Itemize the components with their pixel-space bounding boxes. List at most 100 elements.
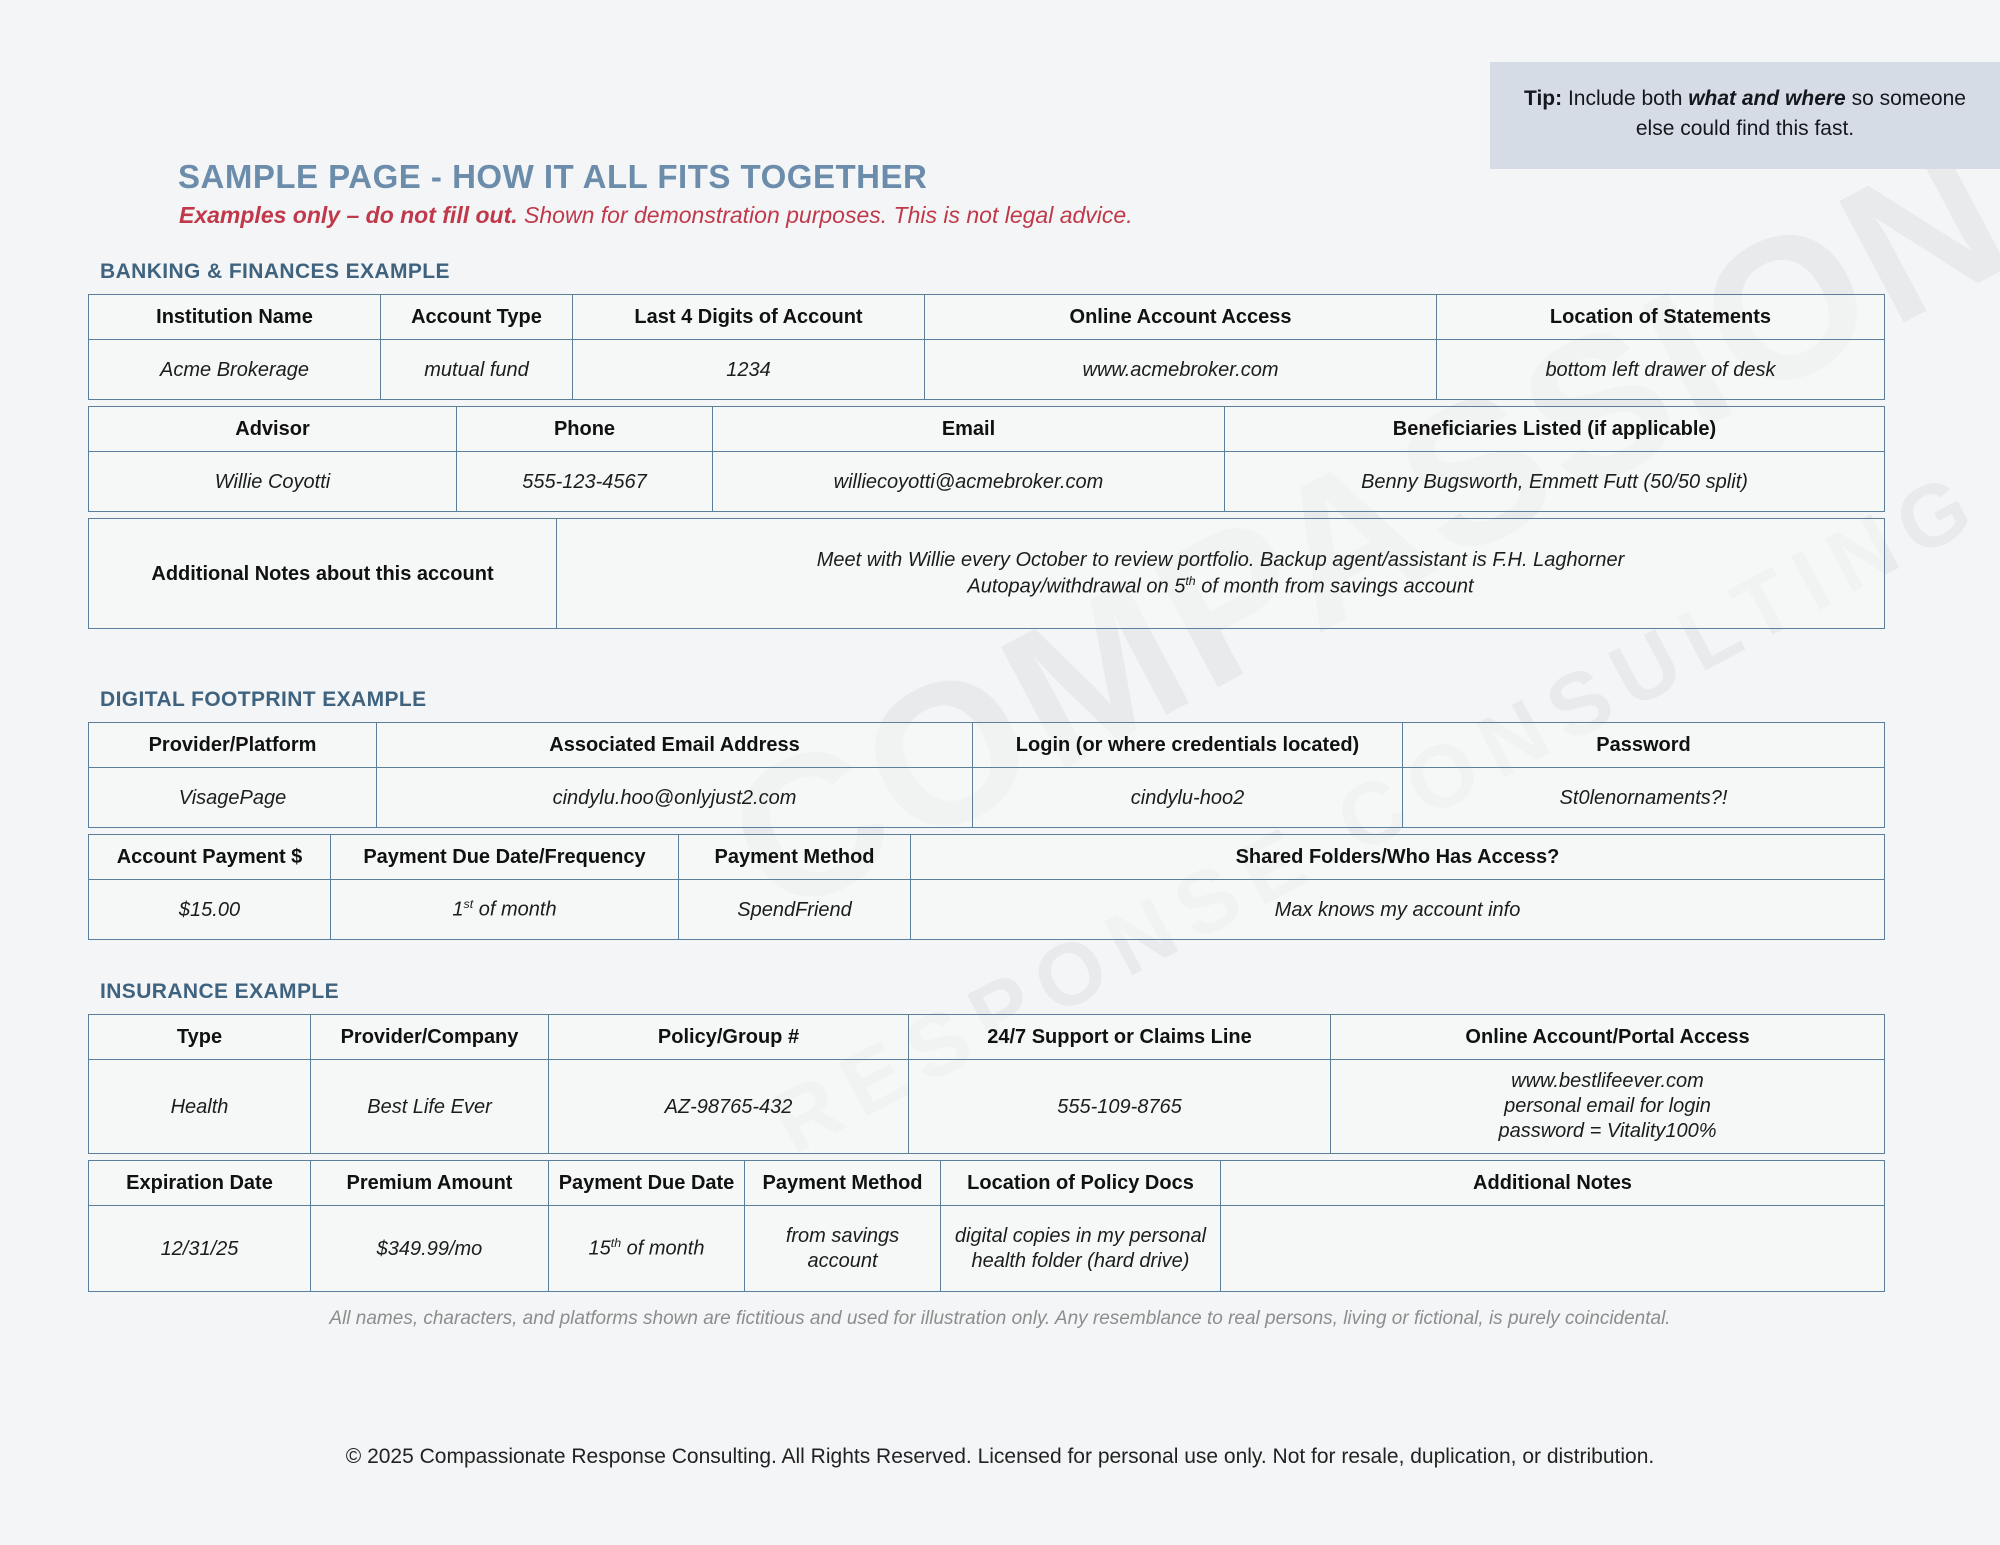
banking-header-email: Email	[712, 406, 1225, 452]
banking-notes-label: Additional Notes about this account	[88, 518, 557, 629]
insurance-table: Type Provider/Company Policy/Group # 24/…	[88, 1014, 1885, 1154]
banking-header-institution: Institution Name	[88, 294, 381, 340]
banking-value-online-access: www.acmebroker.com	[924, 339, 1437, 400]
insurance-header-support-line: 24/7 Support or Claims Line	[908, 1014, 1331, 1060]
digital-table: Provider/Platform Associated Email Addre…	[88, 722, 1885, 828]
insurance-policy-table: Expiration Date Premium Amount Payment D…	[88, 1160, 1885, 1292]
insurance-value-additional-notes	[1220, 1205, 1885, 1292]
banking-notes-line1: Meet with Willie every October to review…	[816, 549, 1625, 572]
insurance-header-premium: Premium Amount	[310, 1160, 549, 1206]
insurance-header-type: Type	[88, 1014, 311, 1060]
section-title-banking: BANKING & FINANCES EXAMPLE	[100, 260, 450, 283]
insurance-value-policy: AZ-98765-432	[548, 1059, 909, 1154]
insurance-portal-line1: www.bestlifeever.com	[1511, 1070, 1704, 1092]
copyright-notice: © 2025 Compassionate Response Consulting…	[345, 1445, 1655, 1468]
insurance-portal-line3: password = Vitality100%	[1498, 1120, 1717, 1142]
insurance-value-premium: $349.99/mo	[310, 1205, 549, 1292]
table-row: Type Provider/Company Policy/Group # 24/…	[88, 1014, 1885, 1060]
tip-text-after: so someone else could find this fast.	[1635, 87, 1966, 141]
section-title-insurance: INSURANCE EXAMPLE	[100, 980, 339, 1003]
table-row: VisagePage cindylu.hoo@onlyjust2.com cin…	[88, 767, 1885, 828]
digital-header-payment-amount: Account Payment $	[88, 834, 331, 880]
digital-value-password: St0lenornaments?!	[1402, 767, 1885, 828]
page-title: SAMPLE PAGE - HOW IT ALL FITS TOGETHER	[178, 158, 928, 195]
insurance-value-expiration: 12/31/25	[88, 1205, 311, 1292]
banking-value-account-type: mutual fund	[380, 339, 573, 400]
insurance-due-date-b: of month	[621, 1237, 705, 1260]
table-row: $15.00 1st of month SpendFriend Max know…	[88, 879, 1885, 940]
banking-header-online-access: Online Account Access	[924, 294, 1437, 340]
tip-emphasis: what and where	[1688, 87, 1846, 110]
section-insurance: INSURANCE EXAMPLE Type Provider/Company …	[88, 980, 1885, 1292]
insurance-due-date-a: 15	[588, 1237, 611, 1260]
digital-value-payment-method: SpendFriend	[678, 879, 911, 940]
digital-due-date-a: 1	[452, 898, 464, 921]
digital-due-date-b: of month	[473, 898, 557, 921]
table-row: Advisor Phone Email Beneficiaries Listed…	[88, 406, 1885, 452]
banking-advisor-table: Advisor Phone Email Beneficiaries Listed…	[88, 406, 1885, 512]
insurance-value-support-line: 555-109-8765	[908, 1059, 1331, 1154]
banking-value-beneficiaries: Benny Bugsworth, Emmett Futt (50/50 spli…	[1224, 451, 1885, 512]
banking-value-advisor: Willie Coyotti	[88, 451, 457, 512]
section-banking: BANKING & FINANCES EXAMPLE Institution N…	[88, 260, 1885, 629]
insurance-value-policy-docs: digital copies in my personal health fol…	[940, 1205, 1221, 1292]
insurance-value-portal-access: www.bestlifeever.com personal email for …	[1330, 1059, 1885, 1154]
tip-callout: Tip: Include both what and where so some…	[1490, 62, 2000, 169]
banking-value-phone: 555-123-4567	[456, 451, 713, 512]
insurance-header-policy: Policy/Group #	[548, 1014, 909, 1060]
banking-header-advisor: Advisor	[88, 406, 457, 452]
insurance-header-portal-access: Online Account/Portal Access	[1330, 1014, 1885, 1060]
banking-table: Institution Name Account Type Last 4 Dig…	[88, 294, 1885, 400]
insurance-value-due-date: 15th of month	[548, 1205, 745, 1292]
digital-value-email: cindylu.hoo@onlyjust2.com	[376, 767, 973, 828]
table-row: Account Payment $ Payment Due Date/Frequ…	[88, 834, 1885, 880]
banking-value-last4: 1234	[572, 339, 925, 400]
insurance-header-policy-docs: Location of Policy Docs	[940, 1160, 1221, 1206]
insurance-value-payment-method: from savings account	[744, 1205, 941, 1292]
digital-header-password: Password	[1402, 722, 1885, 768]
banking-notes-value: Meet with Willie every October to review…	[556, 518, 1885, 629]
insurance-header-expiration: Expiration Date	[88, 1160, 311, 1206]
banking-value-location-statements: bottom left drawer of desk	[1436, 339, 1885, 400]
table-row: 12/31/25 $349.99/mo 15th of month from s…	[88, 1205, 1885, 1292]
table-row: Provider/Platform Associated Email Addre…	[88, 722, 1885, 768]
table-row: Willie Coyotti 555-123-4567 williecoyott…	[88, 451, 1885, 512]
digital-value-due-date: 1st of month	[330, 879, 679, 940]
fictitious-disclaimer: All names, characters, and platforms sho…	[329, 1308, 1671, 1329]
digital-value-shared-folders: Max knows my account info	[910, 879, 1885, 940]
page-subtitle-warning: Examples only – do not fill out.	[179, 202, 518, 228]
banking-header-phone: Phone	[456, 406, 713, 452]
digital-header-login: Login (or where credentials located)	[972, 722, 1403, 768]
insurance-portal-line2: personal email for login	[1504, 1095, 1711, 1117]
insurance-due-date-sup: th	[610, 1236, 622, 1251]
section-digital-footprint: DIGITAL FOOTPRINT EXAMPLE Provider/Platf…	[88, 688, 1885, 940]
banking-header-last4: Last 4 Digits of Account	[572, 294, 925, 340]
insurance-value-provider: Best Life Ever	[310, 1059, 549, 1154]
tip-text-before: Include both	[1562, 87, 1689, 110]
banking-header-beneficiaries: Beneficiaries Listed (if applicable)	[1224, 406, 1885, 452]
digital-header-provider: Provider/Platform	[88, 722, 377, 768]
digital-header-email: Associated Email Address	[376, 722, 973, 768]
digital-value-payment-amount: $15.00	[88, 879, 331, 940]
banking-value-institution: Acme Brokerage	[88, 339, 381, 400]
section-title-digital: DIGITAL FOOTPRINT EXAMPLE	[100, 688, 427, 711]
table-row: Health Best Life Ever AZ-98765-432 555-1…	[88, 1059, 1885, 1154]
digital-header-payment-method: Payment Method	[678, 834, 911, 880]
table-row: Additional Notes about this account Meet…	[88, 518, 1885, 629]
table-row: Expiration Date Premium Amount Payment D…	[88, 1160, 1885, 1206]
banking-notes-line2-b: of month from savings account	[1195, 575, 1474, 598]
digital-payment-table: Account Payment $ Payment Due Date/Frequ…	[88, 834, 1885, 940]
insurance-header-additional-notes: Additional Notes	[1220, 1160, 1885, 1206]
banking-header-location-statements: Location of Statements	[1436, 294, 1885, 340]
table-row: Institution Name Account Type Last 4 Dig…	[88, 294, 1885, 340]
banking-value-email: williecoyotti@acmebroker.com	[712, 451, 1225, 512]
tip-label: Tip:	[1524, 87, 1563, 110]
digital-value-provider: VisagePage	[88, 767, 377, 828]
page-subtitle-rest: Shown for demonstration purposes. This i…	[517, 202, 1133, 228]
insurance-header-payment-method: Payment Method	[744, 1160, 941, 1206]
insurance-header-due-date: Payment Due Date	[548, 1160, 745, 1206]
insurance-header-provider: Provider/Company	[310, 1014, 549, 1060]
page-subtitle: Examples only – do not fill out. Shown f…	[179, 202, 1133, 229]
digital-value-login: cindylu-hoo2	[972, 767, 1403, 828]
banking-notes-table: Additional Notes about this account Meet…	[88, 518, 1885, 629]
